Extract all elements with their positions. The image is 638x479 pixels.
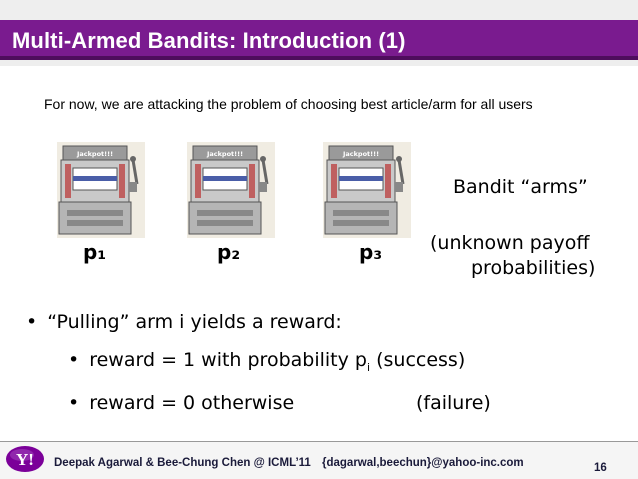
reward-1-text: reward = 1 with probability p bbox=[89, 349, 367, 371]
failure-label: (failure) bbox=[416, 392, 491, 414]
jackpot-label: Jackpot!!! bbox=[76, 150, 113, 158]
slot-machine-1-icon: Jackpot!!! bbox=[57, 142, 145, 238]
title-band-shadow bbox=[0, 56, 638, 60]
title-bar: Multi-Armed Bandits: Introduction (1) bbox=[0, 0, 638, 66]
page-number: 16 bbox=[594, 462, 607, 474]
sub-bullet-dot: • bbox=[68, 349, 80, 371]
bullet-pulling-arm: • “Pulling” arm i yields a reward: bbox=[26, 311, 342, 333]
sub-bullet-reward-1: • reward = 1 with probability pi (success… bbox=[68, 349, 465, 374]
yahoo-logo-icon: Y! bbox=[6, 446, 44, 472]
reward-1-subscript: i bbox=[366, 360, 371, 374]
unknown-payoff-line2: probabilities) bbox=[471, 257, 596, 279]
footer-authors: Deepak Agarwal & Bee-Chung Chen @ ICML’1… bbox=[54, 457, 311, 469]
slide-subtitle: For now, we are attacking the problem of… bbox=[44, 96, 533, 112]
title-band bbox=[0, 20, 638, 60]
bandit-arms-label: Bandit “arms” bbox=[453, 176, 588, 198]
slot-machine-2-icon: Jackpot!!! bbox=[187, 142, 275, 238]
slide-title: Multi-Armed Bandits: Introduction (1) bbox=[12, 28, 406, 53]
bullet-pulling-text: “Pulling” arm i yields a reward: bbox=[47, 311, 342, 333]
reward-0-text: reward = 0 otherwise bbox=[89, 392, 295, 414]
arm-label-p3: p₃ bbox=[359, 240, 383, 264]
arm-label-p1: p₁ bbox=[83, 240, 107, 264]
slide-footer bbox=[0, 441, 638, 479]
logo-text: Y! bbox=[16, 450, 34, 469]
bullet-dot: • bbox=[26, 311, 38, 333]
arm-label-p2: p₂ bbox=[217, 240, 241, 264]
jackpot-label: Jackpot!!! bbox=[206, 150, 243, 158]
footer-email: {dagarwal,beechun}@yahoo-inc.com bbox=[322, 457, 524, 469]
sub-bullet-reward-0: • reward = 0 otherwise bbox=[68, 392, 294, 414]
jackpot-label: Jackpot!!! bbox=[342, 150, 379, 158]
reward-1-tail: (success) bbox=[370, 349, 466, 371]
slot-machine-3-icon: Jackpot!!! bbox=[323, 142, 411, 238]
unknown-payoff-line1: (unknown payoff bbox=[430, 232, 590, 254]
sub-bullet-dot: • bbox=[68, 392, 80, 414]
